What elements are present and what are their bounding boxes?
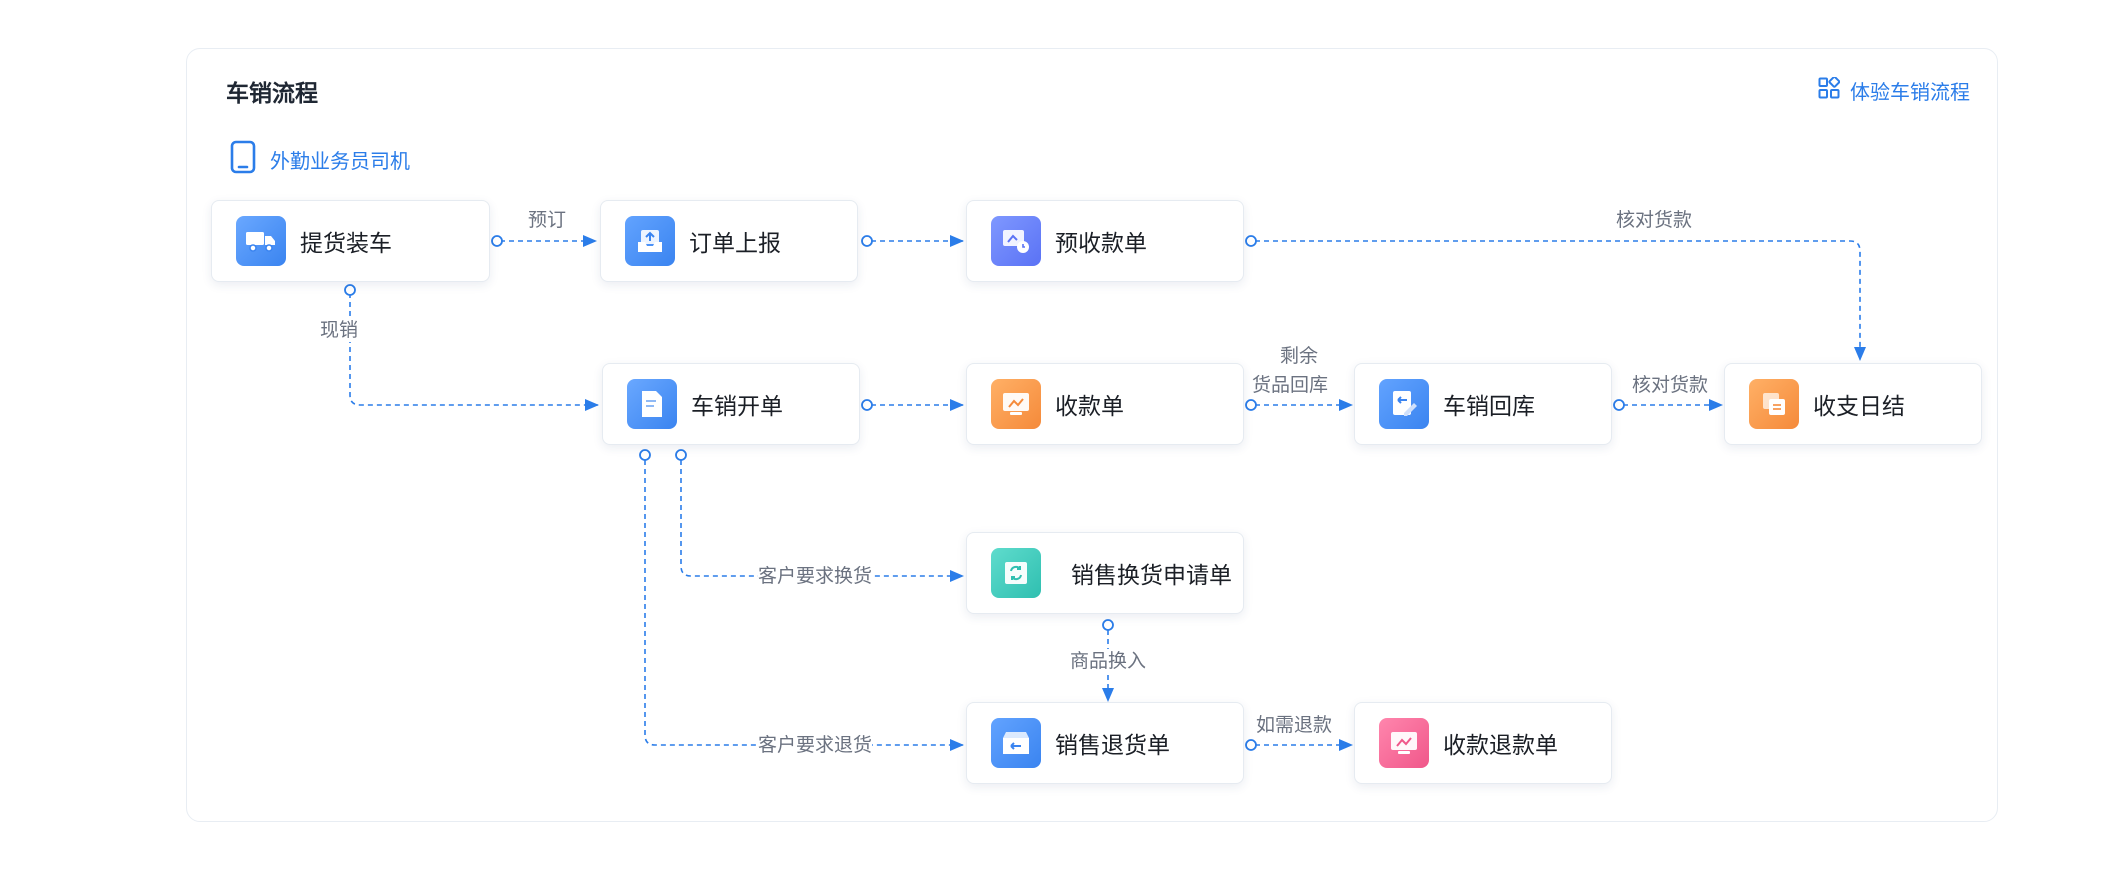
- edge-label-check-mid: 核对货款: [1632, 374, 1709, 396]
- edge-vansale-salesreturn: [644, 460, 964, 751]
- node-exchange[interactable]: 销售换货申请单: [966, 532, 1244, 614]
- truck-icon: [236, 216, 286, 266]
- port-dot: [344, 284, 356, 296]
- node-order-report-label: 订单上报: [689, 231, 781, 257]
- node-sales-return[interactable]: 销售退货单: [966, 702, 1244, 784]
- node-sales-return-label: 销售退货单: [1055, 733, 1170, 759]
- port-dot: [1245, 399, 1257, 411]
- role-header: 外勤业务员司机: [230, 140, 410, 179]
- return-stock-icon: [1379, 379, 1429, 429]
- port-dot: [861, 399, 873, 411]
- node-prepay[interactable]: 预收款单: [966, 200, 1244, 282]
- node-return-stock-label: 车销回库: [1443, 394, 1535, 420]
- node-pickup[interactable]: 提货装车: [211, 200, 490, 282]
- edge-label-customer-exchange: 客户要求换货: [758, 564, 873, 588]
- edge-label-refund-if-needed: 如需退款: [1256, 714, 1333, 736]
- page-title: 车销流程: [226, 81, 318, 107]
- edge-label-customer-return: 客户要求退货: [758, 733, 873, 757]
- experience-link[interactable]: 体验车销流程: [1818, 75, 1970, 105]
- node-daily-label: 收支日结: [1813, 394, 1905, 420]
- node-refund-label: 收款退款单: [1443, 733, 1558, 759]
- node-vansale[interactable]: 车销开单: [602, 363, 860, 445]
- prepayment-icon: [991, 216, 1041, 266]
- node-return-stock[interactable]: 车销回库: [1354, 363, 1612, 445]
- node-refund[interactable]: 收款退款单: [1354, 702, 1612, 784]
- edge-pickup-vansale: [349, 293, 599, 411]
- port-dot: [491, 235, 503, 247]
- node-vansale-label: 车销开单: [691, 394, 783, 420]
- experience-link-label: 体验车销流程: [1850, 80, 1970, 104]
- node-receipt-label: 收款单: [1055, 394, 1124, 420]
- edge-prepay-daily: [1255, 240, 1866, 361]
- edge-label-spot-sale: 现销: [320, 318, 359, 342]
- edge-label-reserve: 预订: [528, 208, 567, 232]
- refund-icon: [1379, 718, 1429, 768]
- edge-label-goods-swap: 商品换入: [1070, 649, 1147, 673]
- exchange-icon: [991, 548, 1041, 598]
- edge-label-remaining-2: 货品回库: [1252, 374, 1329, 396]
- return-box-icon: [991, 718, 1041, 768]
- edge-vansale-exchange: [680, 460, 964, 582]
- port-dot: [1102, 619, 1114, 631]
- edge-label-remaining-1: 剩余: [1280, 345, 1319, 367]
- upload-tray-icon: [625, 216, 675, 266]
- node-order-report[interactable]: 订单上报: [600, 200, 858, 282]
- port-dot: [1613, 399, 1625, 411]
- node-receipt[interactable]: 收款单: [966, 363, 1244, 445]
- document-icon: [627, 379, 677, 429]
- edge-label-check-top: 核对货款: [1616, 208, 1693, 232]
- node-pickup-label: 提货装车: [300, 231, 392, 257]
- port-dot: [675, 449, 687, 461]
- port-dot: [861, 235, 873, 247]
- port-dot: [1245, 739, 1257, 751]
- node-daily[interactable]: 收支日结: [1724, 363, 1982, 445]
- receipt-icon: [991, 379, 1041, 429]
- port-dot: [1245, 235, 1257, 247]
- daily-settlement-icon: [1749, 379, 1799, 429]
- port-dot: [639, 449, 651, 461]
- node-exchange-label: 销售换货申请单: [1071, 563, 1232, 589]
- node-prepay-label: 预收款单: [1055, 231, 1147, 257]
- mobile-phone-icon: [230, 140, 256, 179]
- role-label: 外勤业务员司机: [270, 149, 410, 173]
- grid-apps-icon: [1818, 75, 1841, 104]
